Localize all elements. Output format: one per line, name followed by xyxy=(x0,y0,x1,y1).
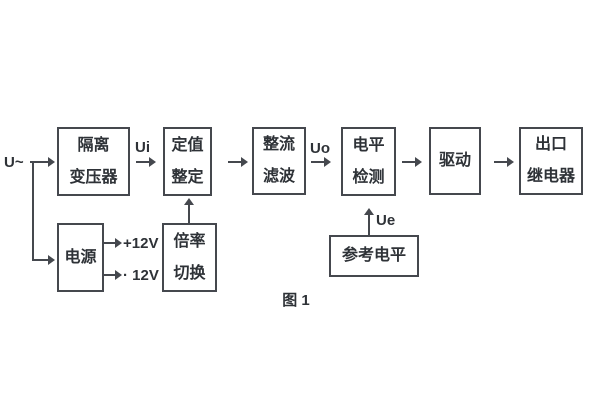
block-label-line: 倍率 xyxy=(173,232,206,250)
block-label-line: 整流 xyxy=(262,136,295,153)
signal-label-minus12v: · 12V xyxy=(123,267,159,284)
block-isolation-transformer: 隔离 变压器 xyxy=(57,127,130,196)
block-reference-level: 参考电平 xyxy=(329,235,419,277)
block-label-line: 电平 xyxy=(352,136,385,154)
block-label-line: 驱动 xyxy=(438,152,471,169)
signal-label-uo: Uo xyxy=(310,140,330,157)
block-label-line: 变压器 xyxy=(69,168,118,186)
arrow-reference-to-detection xyxy=(364,208,374,235)
arrow-setting-to-rectifier xyxy=(228,157,248,167)
line-input-branch-vertical xyxy=(32,161,34,261)
block-label-line: 定值 xyxy=(171,136,204,154)
block-label-line: 参考电平 xyxy=(341,247,406,264)
signal-label-ui: Ui xyxy=(135,139,150,156)
arrow-branch-to-power xyxy=(32,255,55,265)
block-label-line: 继电器 xyxy=(526,168,575,185)
block-output-relay: 出口 继电器 xyxy=(519,127,583,195)
block-drive: 驱动 xyxy=(429,127,481,195)
arrow-detection-to-drive xyxy=(402,157,422,167)
block-rectifier-filter: 整流 滤波 xyxy=(252,127,306,195)
block-level-detection: 电平 检测 xyxy=(341,127,396,196)
block-label-line: 电源 xyxy=(64,248,97,266)
input-signal-label: U~ xyxy=(4,154,24,171)
arrow-rectifier-to-detection xyxy=(311,157,331,167)
block-label-line: 整定 xyxy=(171,168,204,186)
signal-label-ue: Ue xyxy=(376,212,396,229)
block-label-line: 隔离 xyxy=(77,136,110,154)
block-ratio-switch: 倍率 切换 xyxy=(162,223,217,292)
block-label-line: 检测 xyxy=(352,168,385,186)
signal-label-plus12v: +12V xyxy=(123,235,159,252)
arrow-drive-to-relay xyxy=(494,157,514,167)
block-label-line: 切换 xyxy=(173,264,206,282)
arrow-input-to-transformer xyxy=(30,157,55,167)
arrow-power-plus12v xyxy=(104,238,122,248)
figure-caption: 图 1 xyxy=(282,292,310,309)
arrow-ratio-to-setting xyxy=(184,198,194,223)
arrow-power-minus12v xyxy=(104,270,122,280)
block-setting: 定值 整定 xyxy=(163,127,212,196)
block-label-line: 出口 xyxy=(534,136,567,153)
block-power-supply: 电源 xyxy=(57,223,104,292)
block-label-line: 滤波 xyxy=(262,168,295,185)
arrow-transformer-to-setting xyxy=(136,157,156,167)
